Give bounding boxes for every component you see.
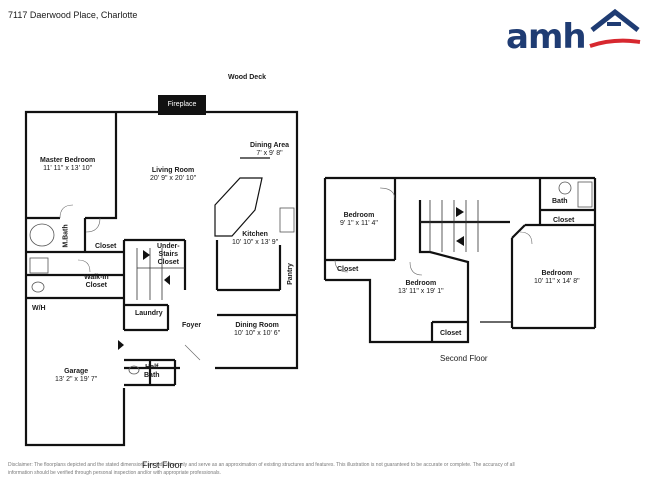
- bedroom-small-closet-label: Closet: [337, 266, 359, 273]
- foyer-label: Foyer: [182, 322, 202, 329]
- amh-logo: amh: [506, 8, 641, 57]
- first-floor-outline: [206, 110, 299, 370]
- pantry-label: Pantry: [286, 263, 294, 285]
- laundry-label: Laundry: [135, 310, 163, 317]
- under-stairs-closet-label: Under- Stairs Closet: [157, 243, 180, 266]
- fireplace-label: Fireplace: [158, 95, 206, 115]
- disclaimer-text: Disclaimer: The floorplans depicted and …: [8, 462, 515, 476]
- master-closet-label: Closet: [95, 243, 117, 250]
- wood-deck-label: Wood Deck: [228, 74, 266, 81]
- first-floor-title: First Floor: [142, 460, 183, 470]
- house-roof-icon: [589, 8, 641, 48]
- property-address: 7117 Daerwood Place, Charlotte: [8, 10, 138, 20]
- logo-text: amh: [506, 17, 587, 57]
- water-heater-label: W/H: [32, 305, 46, 312]
- stair-arrow-icon: [143, 250, 150, 260]
- second-floor-title: Second Floor: [440, 354, 488, 363]
- master-bath-label: M.Bath: [62, 224, 70, 248]
- bedroom-large-closet-label: Closet: [440, 330, 462, 337]
- walk-in-closet-label: Walk-In Closet: [84, 274, 109, 289]
- bath-label: Bath: [552, 198, 568, 205]
- bedroom-right-closet-label: Closet: [553, 217, 575, 224]
- half-bath-label: Half Bath: [144, 364, 160, 379]
